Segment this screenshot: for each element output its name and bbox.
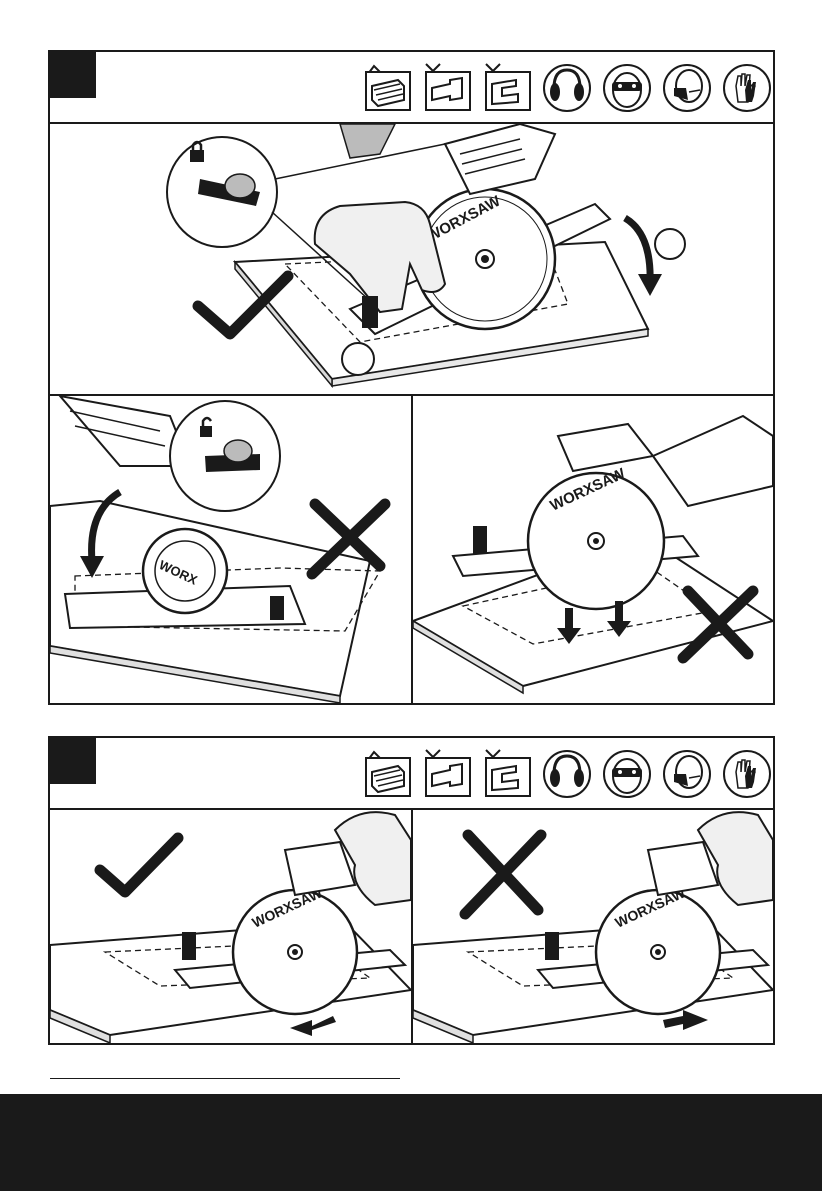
cross-mark-icon (465, 835, 541, 914)
figure-2: WORXSAW WORXSAW (48, 736, 775, 1045)
forward-arrow-icon (290, 1016, 336, 1036)
plastic-icon (480, 62, 534, 114)
figure-1-header (50, 52, 773, 124)
figure-1: WORXSAW (48, 50, 775, 705)
depth-lever (362, 296, 378, 328)
footnote-rule (50, 1078, 400, 1079)
wood-icon (360, 748, 414, 800)
panel-correct-direction: WORXSAW (50, 810, 411, 1043)
wood-icon (360, 62, 414, 114)
callout-circle-2 (655, 229, 685, 259)
figure-2-number-badge (50, 738, 96, 784)
dust-mask-icon (660, 748, 714, 800)
ear-protection-icon (540, 62, 594, 114)
eye-protection-icon (600, 748, 654, 800)
gloves-icon (720, 748, 774, 800)
callout-circle-1 (342, 343, 374, 375)
ppe-icon-row (360, 62, 774, 114)
panel-incorrect-direction: WORXSAW (413, 810, 773, 1043)
eye-protection-icon (600, 62, 654, 114)
panel-incorrect-unlocked: WORX (50, 396, 411, 703)
gloves-icon (720, 62, 774, 114)
figure-2-header (50, 738, 773, 810)
dust-mask-icon (660, 62, 714, 114)
ear-protection-icon (540, 748, 594, 800)
figure-1-number-badge (50, 52, 96, 98)
metal-icon (420, 62, 474, 114)
check-mark-icon (100, 838, 178, 892)
footer-bar (0, 1094, 822, 1191)
panel-incorrect-plunge: WORXSAW (413, 396, 773, 703)
metal-icon (420, 748, 474, 800)
panel-correct-locked: WORXSAW (50, 124, 773, 394)
plastic-icon (480, 748, 534, 800)
ppe-icon-row (360, 748, 774, 800)
